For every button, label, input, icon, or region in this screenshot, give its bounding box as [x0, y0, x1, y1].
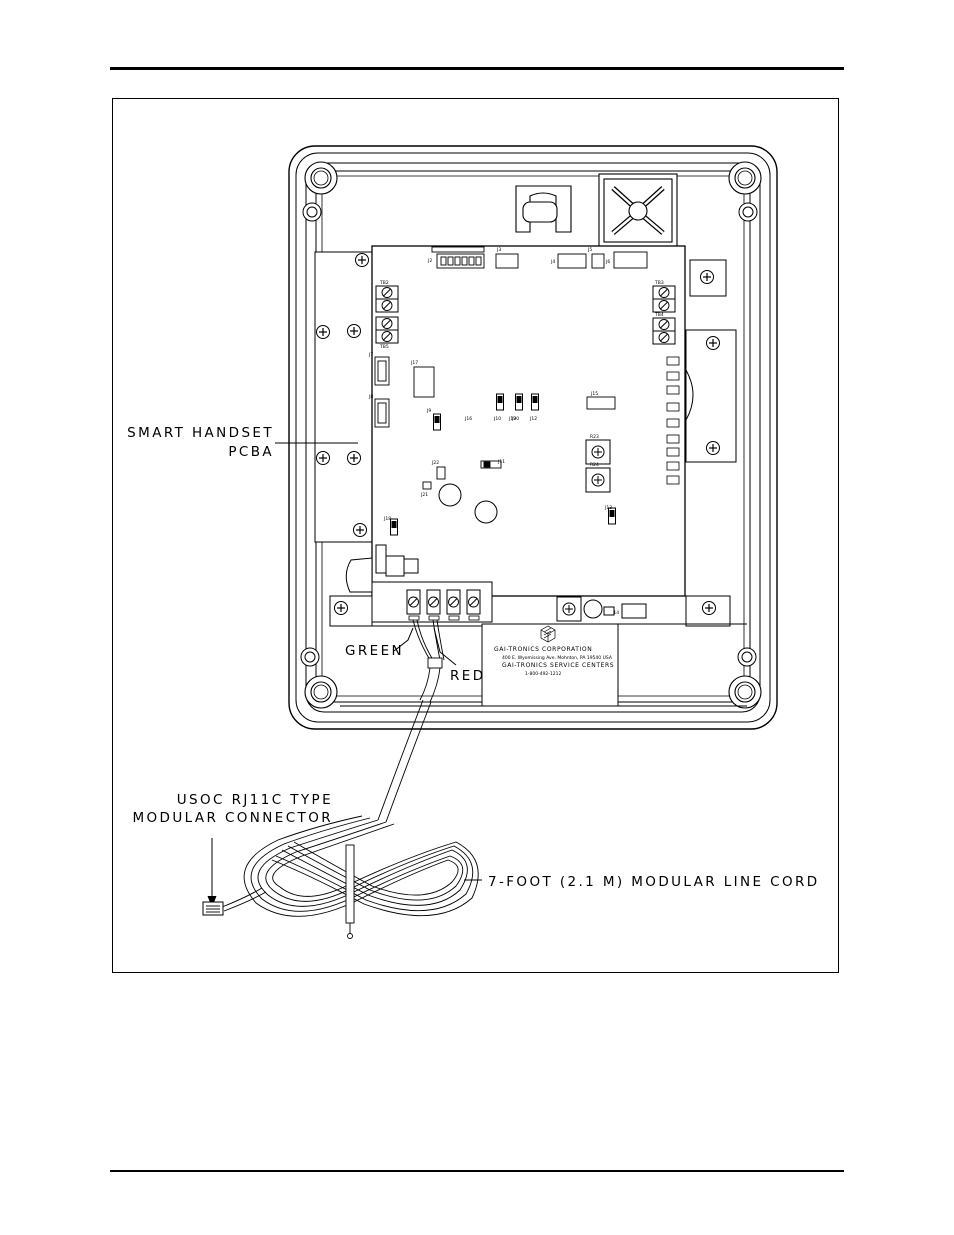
designator-j3: J3 — [496, 247, 501, 253]
designator-j2: J2 — [427, 258, 432, 264]
nameplate: GAI-TRONICS CORPORATION 400 E. Wyomissin… — [481, 623, 747, 707]
designator-j16: J16 — [464, 416, 472, 422]
designator-tb5: TB5 — [379, 344, 389, 350]
designator-j17: J17 — [410, 360, 418, 366]
designator-j8: J8 — [368, 394, 373, 400]
footer-rule — [110, 1170, 844, 1172]
designator-j21: J21 — [420, 492, 428, 498]
terminal-strip-tb1 — [371, 581, 493, 623]
designator-tb2: TB2 — [379, 280, 389, 286]
designator-j10: J10 — [493, 416, 501, 422]
label-smart-handset: SMART HANDSET — [127, 425, 274, 441]
callout-labels: SMART HANDSET PCBA GREEN RED USOC RJ11C … — [127, 425, 820, 890]
nameplate-service: GAI-TRONICS SERVICE CENTERS — [502, 662, 614, 669]
designator-tb3: TB3 — [654, 280, 664, 286]
designator-j22: J22 — [431, 460, 439, 466]
designator-j20: J20 — [511, 416, 519, 422]
header-rule — [110, 67, 844, 70]
right-mounting-plate — [685, 259, 737, 463]
label-red: RED — [450, 668, 486, 684]
label-line-cord: 7-FOOT (2.1 M) MODULAR LINE CORD — [488, 874, 820, 890]
designator-j9: J9 — [426, 408, 431, 414]
label-usoc-line1: USOC RJ11C TYPE — [177, 792, 333, 808]
label-pcba: PCBA — [228, 444, 274, 460]
cable-gland — [598, 173, 678, 248]
designator-r23: R23 — [590, 434, 599, 440]
designator-j11: J11 — [497, 459, 505, 465]
label-usoc-line2: MODULAR CONNECTOR — [132, 810, 333, 826]
designator-r24: R24 — [590, 462, 599, 468]
label-green: GREEN — [345, 643, 404, 659]
designator-tb4: TB4 — [654, 312, 664, 318]
nameplate-phone: 1-800-492-1212 — [525, 671, 562, 677]
designator-j7: J7 — [368, 352, 373, 358]
nameplate-address: 400 E. Wyomissing Ave. Mohnton, PA 19540… — [502, 655, 613, 661]
lower-hardware — [329, 544, 731, 627]
designator-j4: J4 — [550, 259, 555, 265]
callout-leaders — [207, 442, 482, 908]
designator-j19: J19 — [508, 416, 516, 422]
designator-j13: J13 — [604, 505, 612, 511]
hookswitch-bracket — [515, 185, 572, 233]
corner-bosses — [300, 161, 762, 709]
designator-j6: J6 — [605, 259, 610, 265]
designator-j12: J12 — [529, 416, 537, 422]
designator-j5: J5 — [587, 247, 592, 253]
designator-j18: J18 — [383, 516, 391, 522]
nameplate-company: GAI-TRONICS CORPORATION — [494, 646, 592, 653]
lower-left-block — [340, 625, 747, 707]
green-red-wires — [412, 619, 445, 703]
smart-handset-pcba: J2 J3 J4 J5 J6 J7 J8 J9 J10 J11 J12 J13 … — [368, 245, 686, 619]
designator-j15: J15 — [590, 391, 598, 397]
designator-j14: J14 — [611, 610, 619, 616]
figure-frame — [112, 98, 839, 973]
modular-line-cord — [202, 699, 479, 939]
